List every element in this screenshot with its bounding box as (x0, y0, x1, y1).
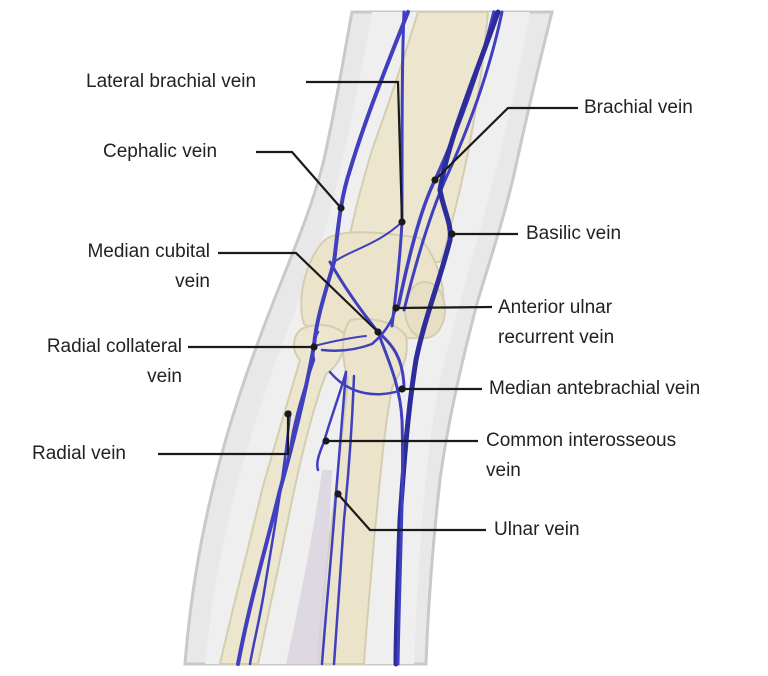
label-line: Median antebrachial vein (489, 378, 701, 399)
label-line: vein (486, 460, 521, 481)
label-line: Lateral brachial vein (86, 71, 257, 92)
interosseous-membrane (286, 470, 332, 664)
label-common-interosseous-vein: Common interosseous vein (486, 426, 676, 486)
dot-cephalic (337, 204, 345, 212)
median-antebrachial-vein-path (376, 330, 405, 666)
label-line: Anterior ulnar (498, 297, 613, 318)
leader-cephalic (256, 150, 342, 209)
leader-radial (158, 414, 290, 456)
label-radial-vein: Radial vein (32, 439, 126, 469)
radial-collateral-vein-path (288, 330, 320, 454)
label-line: Basilic vein (526, 223, 622, 244)
dot-radial-collateral (310, 343, 318, 351)
dot-basilic (448, 230, 456, 238)
dot-common-interosseous (322, 437, 330, 445)
label-anterior-ulnar-recurrent-vein: Anterior ulnar recurrent vein (498, 293, 614, 353)
label-line: Cephalic vein (103, 141, 218, 162)
label-line: vein (147, 366, 182, 387)
label-line: vein (175, 271, 210, 292)
label-median-cubital-vein: Median cubital vein (40, 237, 210, 297)
dot-lateral-brachial (398, 218, 406, 226)
leader-lines (158, 80, 578, 532)
label-line: Common interosseous (486, 430, 677, 451)
basilic-vein-path (393, 9, 501, 667)
dot-ulnar (334, 490, 342, 498)
ulnar-vein-path-b (332, 374, 356, 666)
label-brachial-vein: Brachial vein (584, 93, 693, 123)
label-cephalic-vein: Cephalic vein (103, 137, 217, 167)
label-line: Radial collateral (46, 336, 182, 357)
dot-anterior-ulnar-recurrent (392, 304, 400, 312)
leader-median-cubital (218, 251, 379, 333)
label-line: recurrent vein (498, 327, 615, 348)
dot-radial (284, 410, 292, 418)
brachial-vein-path-b (402, 10, 504, 312)
label-line: Radial vein (32, 443, 126, 464)
dot-brachial (431, 176, 439, 184)
cephalic-vein-path (236, 10, 410, 666)
leader-brachial (434, 106, 578, 181)
anterior-ulnar-recurrent-path (320, 306, 398, 352)
label-line: Ulnar vein (494, 519, 580, 540)
radial-vein-path (248, 410, 292, 666)
label-line: Brachial vein (584, 97, 693, 118)
dot-median-antebrachial (398, 385, 406, 393)
label-lateral-brachial-vein: Lateral brachial vein (86, 67, 256, 97)
leader-anterior-ulnar-recurrent (395, 305, 493, 310)
label-basilic-vein: Basilic vein (526, 219, 621, 249)
vein-branch-upper (333, 221, 403, 263)
label-median-antebrachial-vein: Median antebrachial vein (489, 374, 700, 404)
radius-bone (218, 324, 346, 665)
leader-endpoints (284, 176, 456, 498)
vein-branch-elbow (313, 335, 367, 347)
leader-ulnar (337, 493, 486, 532)
label-line: Median cubital (87, 241, 210, 262)
dot-median-cubital (374, 328, 382, 336)
label-radial-collateral-vein: Radial collateral vein (4, 332, 182, 392)
label-ulnar-vein: Ulnar vein (494, 515, 580, 545)
leader-lateral-brachial (306, 80, 404, 223)
median-antebrachial-branch (328, 370, 404, 396)
